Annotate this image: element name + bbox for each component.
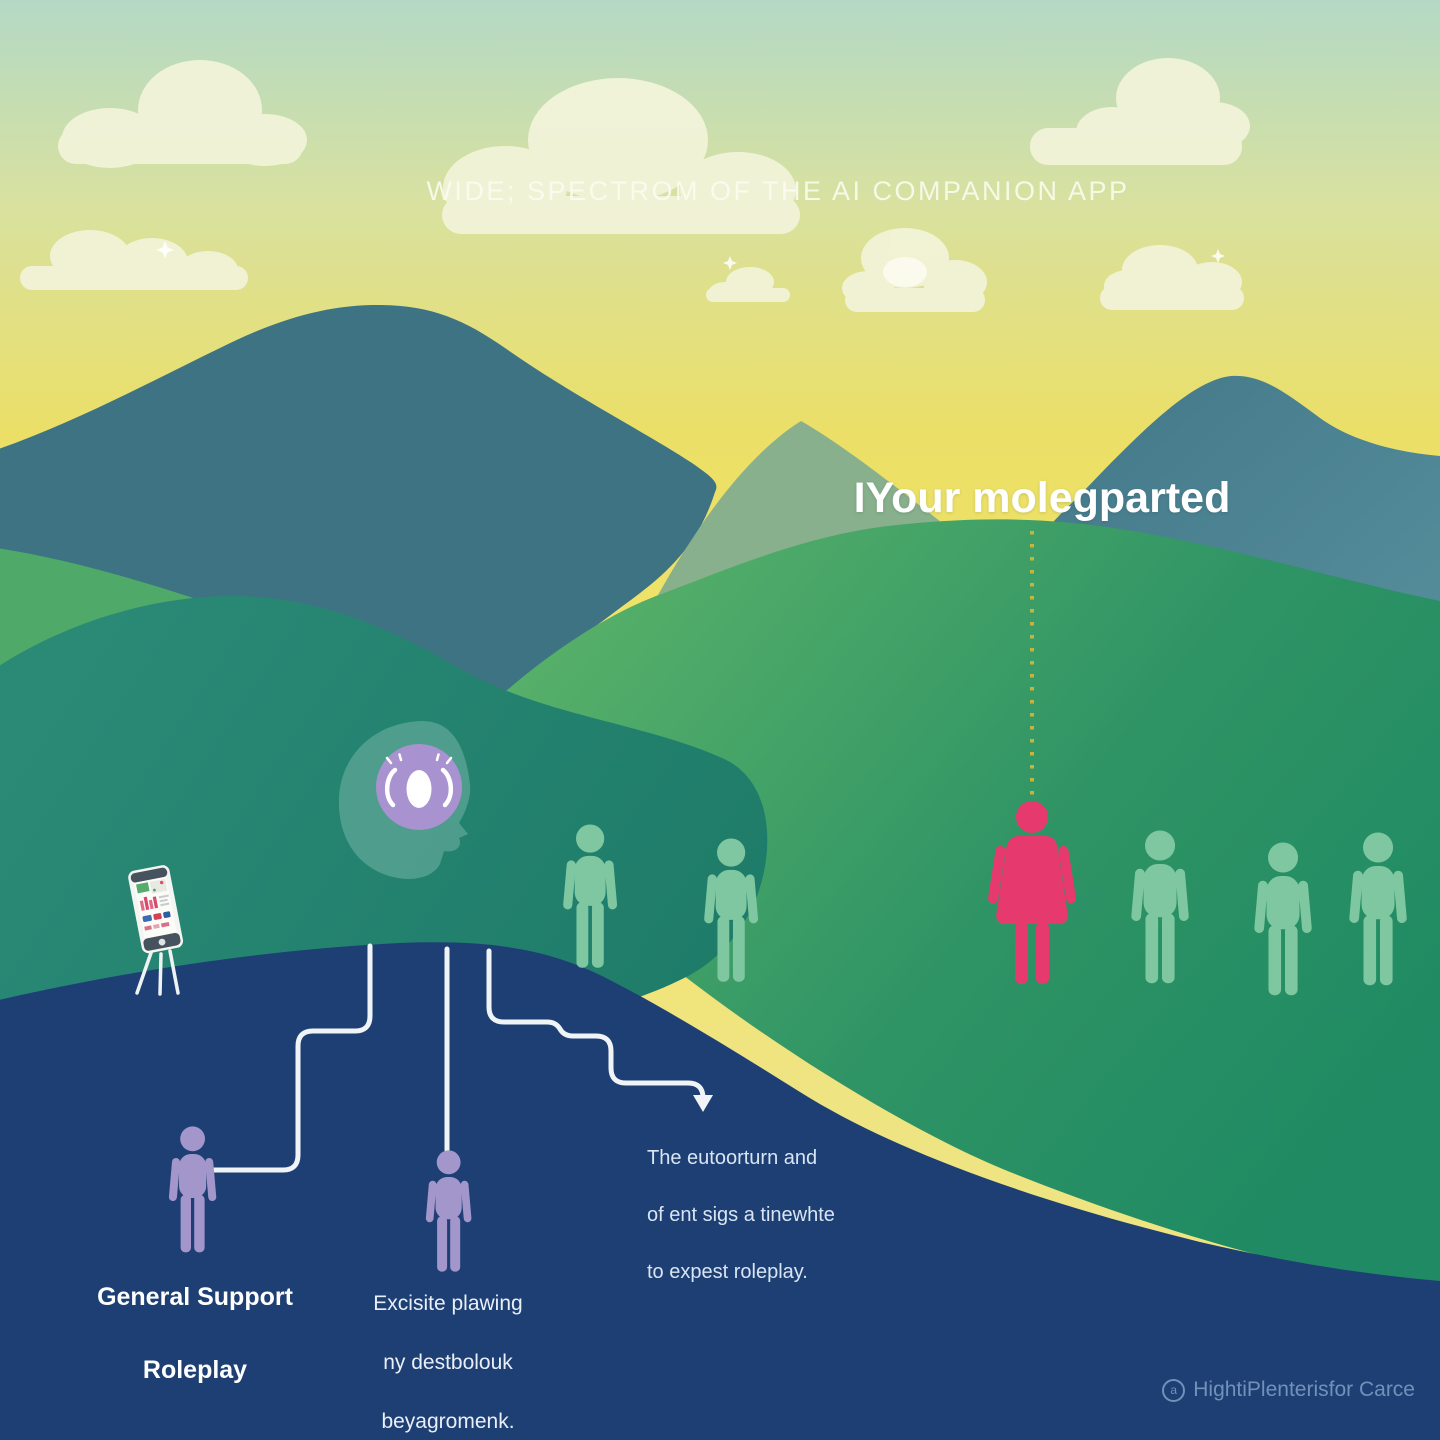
cloud-top-center [442, 78, 800, 234]
smartphone [128, 865, 184, 954]
callout-line: The eutoorturn and [647, 1147, 818, 1170]
easel-legs [135, 948, 180, 996]
callout-line: to expest roleplay. [647, 1260, 808, 1283]
credit-line: a HightiPlenterisfor Carce [1130, 1378, 1415, 1402]
callout-text: The eutoorturn and of ent sigs a tinewht… [647, 1116, 907, 1315]
registered-icon: a [1162, 1378, 1186, 1402]
phone-screen-content [136, 878, 171, 931]
credit-text: HightiPlenterisfor Carce [1193, 1378, 1415, 1401]
label-line: beyagromenk. [381, 1409, 515, 1433]
connector-line-1 [203, 943, 373, 1173]
cloud-top-right [1030, 58, 1250, 165]
callout-line: of ent sigs a tinewhte [647, 1204, 835, 1227]
label-line: General Support [97, 1283, 293, 1312]
label-line: Excisite plawing [373, 1292, 523, 1316]
main-title: WIDE; SPECTROM OF THE AI COMPANION APP [426, 176, 1130, 206]
sparkles [156, 241, 1225, 270]
label-excisite: Excisite plawing ny destbolouk beyagrome… [333, 1260, 563, 1440]
label-line: Roleplay [142, 1355, 248, 1384]
voice-icon [385, 753, 453, 808]
cloud-mid-left [20, 230, 248, 290]
cloud-mid-center [842, 228, 987, 312]
label-general-support: General Support Roleplay [70, 1243, 320, 1424]
cloud-mid-small [706, 267, 790, 302]
foreground-navy [0, 942, 1440, 1440]
arrowhead-down [693, 1095, 713, 1112]
ai-brain-head [338, 720, 471, 879]
hill-green-right [505, 519, 1440, 1290]
connector-line-3 [486, 948, 706, 1101]
hill-label: IYour molegparted [853, 474, 1231, 522]
connector-lines [203, 943, 713, 1173]
phone-on-easel [128, 865, 184, 996]
clouds [20, 58, 1250, 312]
cloud-mid-right [1100, 245, 1244, 310]
label-line: ny destbolouk [383, 1351, 513, 1375]
cloud-top-left [58, 60, 307, 168]
